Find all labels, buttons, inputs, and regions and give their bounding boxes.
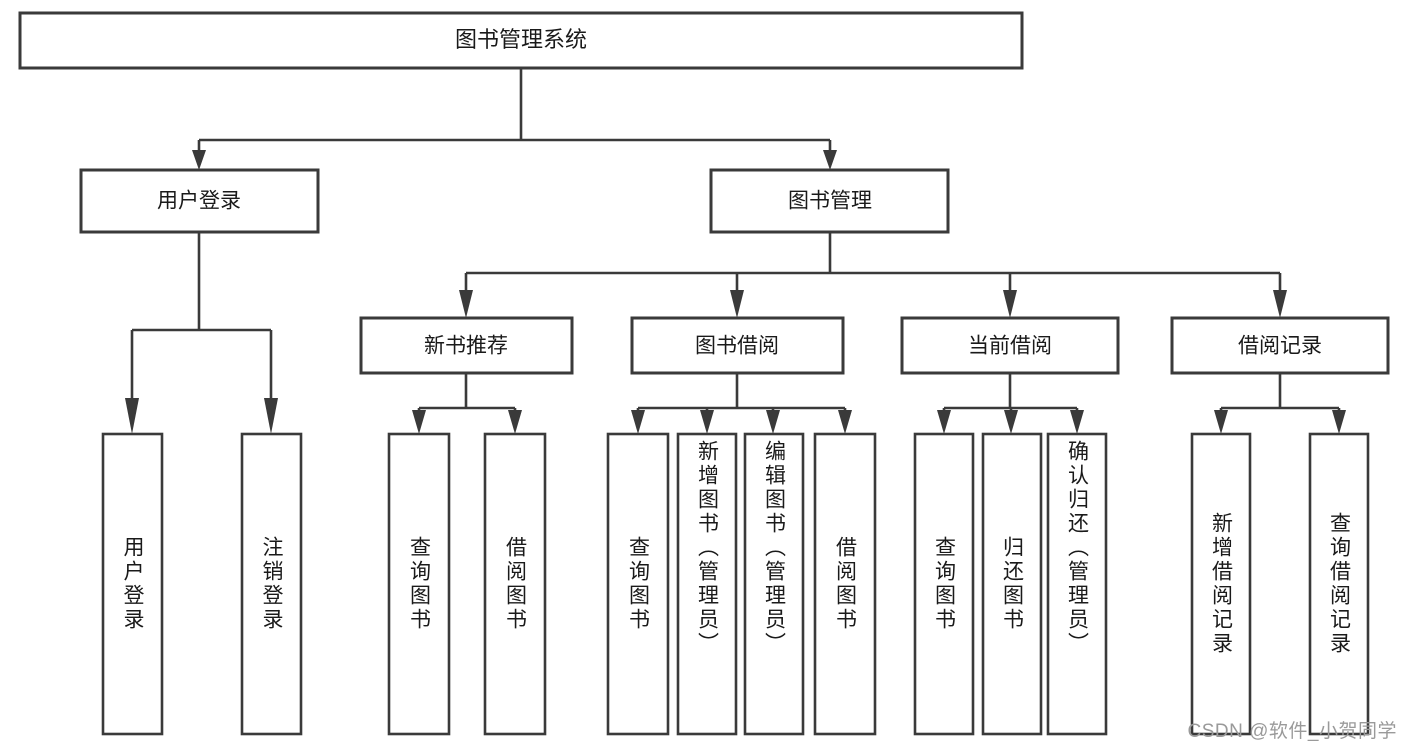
node-borrow-record-box[interactable] [1170,316,1390,375]
node-new-book-recommend-label: 新书推荐 [424,335,508,358]
node-root-label: 图书管理系统 [455,27,587,52]
arrow-to-book-mgmt [823,150,837,170]
arrow-newbook-leaf-2 [508,410,522,434]
leaf-box-current-2[interactable] [981,432,1043,736]
node-new-book-recommend-box[interactable] [359,316,574,375]
leaf-box-user-login-2[interactable] [240,432,303,736]
node-root[interactable]: 图书管理系统 [18,11,1024,70]
watermark-text: CSDN @软件_小贺同学 [1187,721,1397,742]
arrow-to-user-login [192,150,206,170]
node-user-login-box[interactable] [79,168,320,234]
leaf-box-borrow-2[interactable] [676,432,738,736]
node-root-box[interactable] [18,11,1024,70]
node-book-borrow-label: 图书借阅 [695,335,779,358]
leaf-box-record-2[interactable] [1308,432,1370,736]
arrow-borrow-leaf-3 [766,410,780,434]
leaf-box-group [101,432,1370,736]
arrow-user-leaf-1 [125,398,139,434]
node-book-management-label: 图书管理 [788,190,872,213]
arrow-borrow-leaf-4 [838,410,852,434]
leaf-box-current-3[interactable] [1046,432,1108,736]
arrow-record-leaf-2 [1332,410,1346,434]
arrow-to-current-borrow [1003,290,1017,318]
arrow-current-leaf-3 [1070,410,1084,434]
arrow-record-leaf-1 [1214,410,1228,434]
node-book-management[interactable]: 图书管理 [709,168,950,234]
leaf-box-borrow-1[interactable] [606,432,670,736]
node-new-book-recommend[interactable]: 新书推荐 [359,316,574,375]
arrow-to-borrow-record [1273,290,1287,318]
node-book-borrow[interactable]: 图书借阅 [630,316,845,375]
node-book-management-box[interactable] [709,168,950,234]
arrow-user-leaf-2 [264,398,278,434]
node-current-borrow-box[interactable] [900,316,1120,375]
node-book-borrow-box[interactable] [630,316,845,375]
arrow-to-new-book [459,290,473,318]
node-borrow-record[interactable]: 借阅记录 [1170,316,1390,375]
arrow-to-book-borrow [730,290,744,318]
arrow-current-leaf-1 [937,410,951,434]
leaf-box-user-login-1[interactable] [101,432,164,736]
leaf-box-borrow-3[interactable] [743,432,805,736]
leaf-box-current-1[interactable] [913,432,975,736]
leaf-box-record-1[interactable] [1190,432,1252,736]
arrow-borrow-leaf-1 [631,410,645,434]
leaf-box-newbook-2[interactable] [483,432,547,736]
node-current-borrow[interactable]: 当前借阅 [900,316,1120,375]
connector-group [125,68,1346,434]
node-user-login[interactable]: 用户登录 [79,168,320,234]
node-current-borrow-label: 当前借阅 [968,335,1052,358]
leaf-box-borrow-4[interactable] [813,432,877,736]
leaf-box-newbook-1[interactable] [387,432,451,736]
arrow-newbook-leaf-1 [412,410,426,434]
node-user-login-label: 用户登录 [157,190,241,213]
arrow-current-leaf-2 [1004,410,1018,434]
node-borrow-record-label: 借阅记录 [1238,335,1322,358]
arrow-borrow-leaf-2 [700,410,714,434]
